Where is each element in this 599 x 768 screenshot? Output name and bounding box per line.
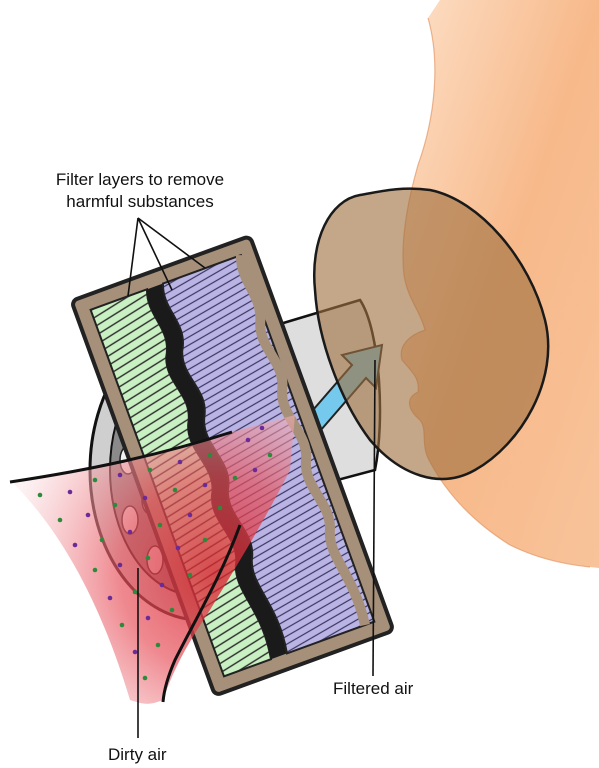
filter-layers-label: Filter layers to remove harmful substanc… <box>40 169 240 213</box>
filter-layers-label-line1: Filter layers to remove <box>40 169 240 191</box>
filter-layers-label-line2: harmful substances <box>40 191 240 213</box>
dirty-air-label: Dirty air <box>108 744 167 766</box>
filtered-air-label: Filtered air <box>333 678 413 700</box>
